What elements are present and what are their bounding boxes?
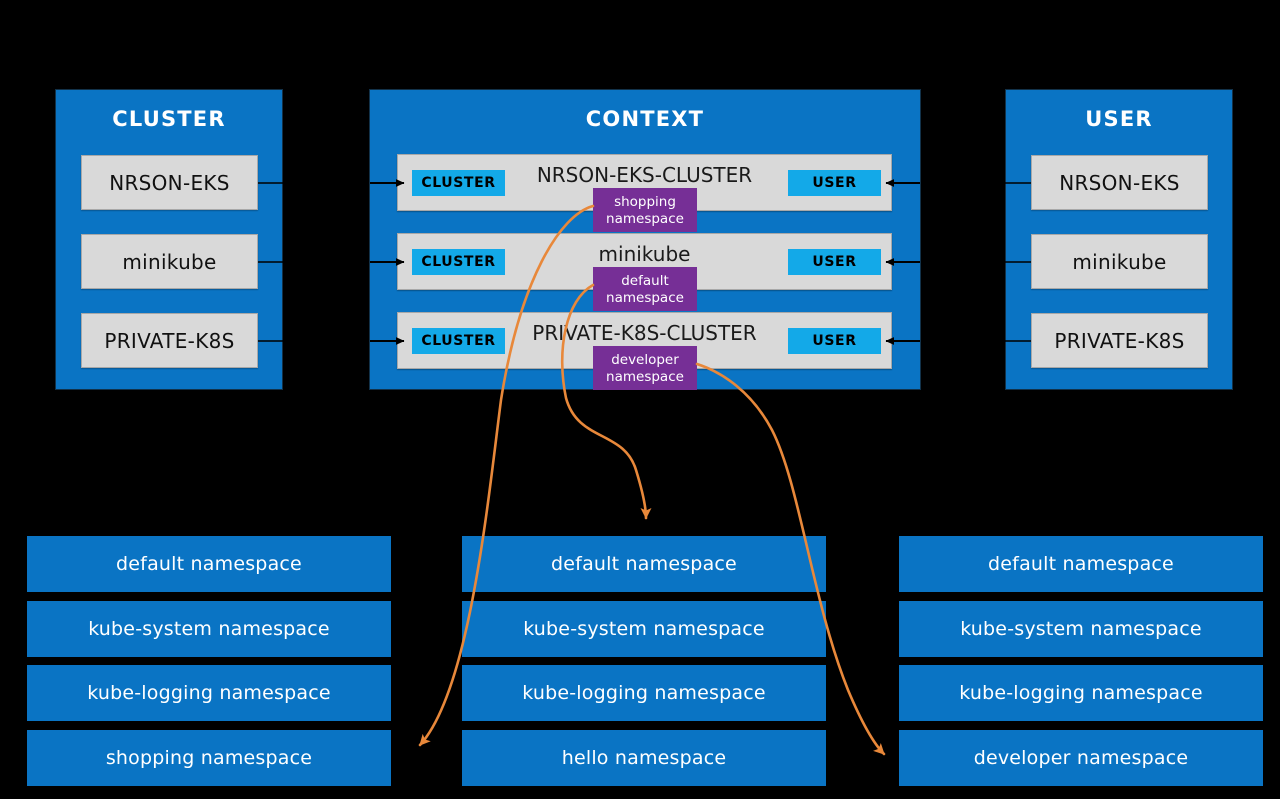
user-item-label: PRIVATE-K8S (1054, 328, 1185, 353)
namespace-chip-line1: developer (611, 352, 679, 368)
context-row-0-namespace-chip[interactable]: shopping namespace (593, 188, 697, 232)
ns-middle-kube-logging[interactable]: kube-logging namespace (462, 665, 826, 721)
list-item-label: kube-system namespace (960, 618, 1202, 640)
context-row-2-user-tag[interactable]: USER (788, 328, 881, 354)
list-item-label: shopping namespace (105, 747, 313, 769)
tag-label: CLUSTER (421, 333, 496, 349)
ns-right-default[interactable]: default namespace (899, 536, 1263, 592)
ns-middle-hello[interactable]: hello namespace (462, 730, 826, 786)
namespace-chip-line2: namespace (606, 290, 684, 306)
user-item-nrson-eks[interactable]: NRSON-EKS (1031, 155, 1208, 210)
context-row-title: NRSON-EKS-CLUSTER (536, 163, 753, 187)
ns-middle-default[interactable]: default namespace (462, 536, 826, 592)
context-row-1-cluster-tag[interactable]: CLUSTER (412, 249, 505, 275)
list-item-label: kube-system namespace (523, 618, 765, 640)
context-panel-title: CONTEXT (585, 107, 705, 131)
ns-right-developer[interactable]: developer namespace (899, 730, 1263, 786)
namespace-chip-line1: default (621, 273, 669, 289)
user-item-minikube[interactable]: minikube (1031, 234, 1208, 289)
cluster-item-label: NRSON-EKS (109, 170, 230, 195)
ns-middle-kube-system[interactable]: kube-system namespace (462, 601, 826, 657)
ns-left-kube-logging[interactable]: kube-logging namespace (27, 665, 391, 721)
list-item-label: kube-system namespace (88, 618, 330, 640)
list-item-label: kube-logging namespace (87, 682, 331, 704)
user-item-private-k8s[interactable]: PRIVATE-K8S (1031, 313, 1208, 368)
user-panel-title: USER (1085, 107, 1153, 131)
cluster-panel-title: CLUSTER (112, 107, 226, 131)
cluster-item-label: PRIVATE-K8S (104, 328, 235, 353)
context-row-2-namespace-chip[interactable]: developer namespace (593, 346, 697, 390)
ns-right-kube-logging[interactable]: kube-logging namespace (899, 665, 1263, 721)
list-item-label: default namespace (988, 553, 1174, 575)
context-row-0-cluster-tag[interactable]: CLUSTER (412, 170, 505, 196)
cluster-item-private-k8s[interactable]: PRIVATE-K8S (81, 313, 258, 368)
context-row-1-namespace-chip[interactable]: default namespace (593, 267, 697, 311)
user-item-label: NRSON-EKS (1059, 170, 1180, 195)
context-row-2-cluster-tag[interactable]: CLUSTER (412, 328, 505, 354)
list-item-label: kube-logging namespace (522, 682, 766, 704)
tag-label: USER (812, 175, 857, 191)
ns-right-kube-system[interactable]: kube-system namespace (899, 601, 1263, 657)
namespace-chip-line1: shopping (614, 194, 676, 210)
ns-left-kube-system[interactable]: kube-system namespace (27, 601, 391, 657)
list-item-label: kube-logging namespace (959, 682, 1203, 704)
tag-label: CLUSTER (421, 254, 496, 270)
cluster-item-minikube[interactable]: minikube (81, 234, 258, 289)
list-item-label: developer namespace (973, 747, 1189, 769)
tag-label: USER (812, 333, 857, 349)
user-item-label: minikube (1072, 249, 1167, 274)
cluster-item-nrson-eks[interactable]: NRSON-EKS (81, 155, 258, 210)
context-row-0-user-tag[interactable]: USER (788, 170, 881, 196)
list-item-label: default namespace (551, 553, 737, 575)
ns-left-shopping[interactable]: shopping namespace (27, 730, 391, 786)
cluster-item-label: minikube (122, 249, 217, 274)
context-row-title: minikube (598, 242, 691, 266)
tag-label: CLUSTER (421, 175, 496, 191)
list-item-label: default namespace (116, 553, 302, 575)
context-row-1-user-tag[interactable]: USER (788, 249, 881, 275)
ns-left-default[interactable]: default namespace (27, 536, 391, 592)
namespace-chip-line2: namespace (606, 369, 684, 385)
tag-label: USER (812, 254, 857, 270)
namespace-chip-line2: namespace (606, 211, 684, 227)
list-item-label: hello namespace (561, 747, 727, 769)
